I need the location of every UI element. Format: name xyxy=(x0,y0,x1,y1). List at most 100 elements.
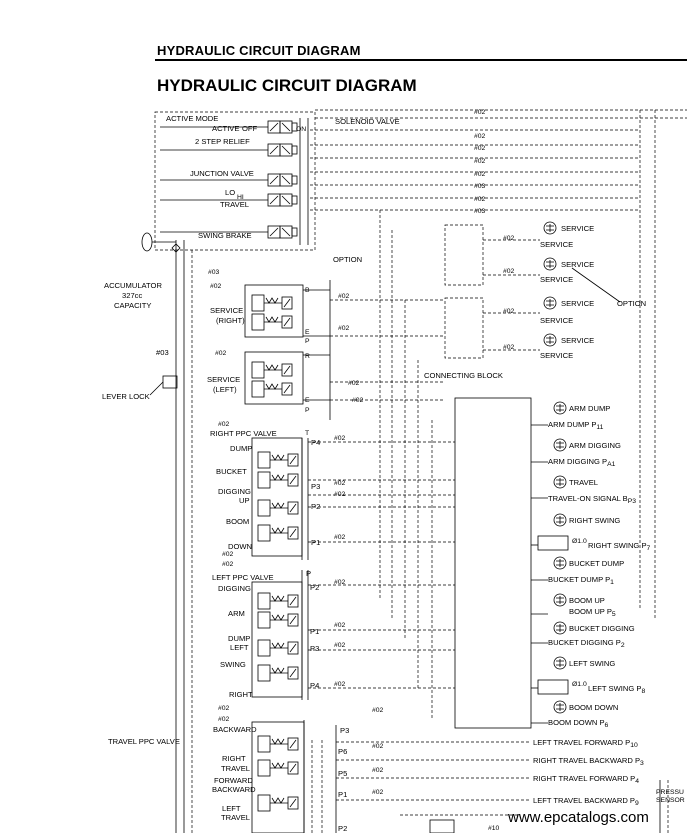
label-travel-signal: TRAVEL xyxy=(569,478,598,487)
label-tppc-p3: P3 xyxy=(340,726,349,735)
line-n02-r3: #02 xyxy=(334,491,346,498)
label-lo: LO xyxy=(225,188,235,197)
label-left-travel-backward: LEFT TRAVEL BACKWARD P9 xyxy=(533,796,639,807)
label-lppc-swing: SWING xyxy=(220,660,246,669)
label-lppc-right: RIGHT xyxy=(229,690,253,699)
line-n02-t1: #02 xyxy=(372,743,384,750)
label-pressure-sensor-2: SENSOR xyxy=(656,797,685,804)
label-accumulator: ACCUMULATOR xyxy=(104,281,162,290)
line-n02-s2: #02 xyxy=(503,268,515,275)
line-n02-b: #02 xyxy=(215,350,227,357)
label-right-swing-p: RIGHT SWING P7 xyxy=(588,541,651,552)
label-service-2: SERVICE xyxy=(540,240,573,249)
line-n03-b: #03 xyxy=(208,269,220,276)
line-n03-top: #03 xyxy=(474,183,486,190)
label-accumulator-capacity: CAPACITY xyxy=(114,301,151,310)
label-rppc-up: UP xyxy=(239,496,250,505)
line-n02-l4: #02 xyxy=(334,681,346,688)
label-service-right: SERVICE xyxy=(210,306,243,315)
label-service-1: SERVICE xyxy=(561,224,594,233)
line-n02-top6: #02 xyxy=(474,196,486,203)
line-n02-l7: #02 xyxy=(372,707,384,714)
label-tppc-p2: P2 xyxy=(338,824,347,833)
port-e: E xyxy=(305,329,310,336)
line-n02-l3: #02 xyxy=(334,642,346,649)
label-tppc-backward2: BACKWARD xyxy=(212,785,256,794)
label-swing-brake: SWING BRAKE xyxy=(198,231,252,240)
service-block-lower xyxy=(444,297,484,359)
label-solenoid-valve: SOLENOID VALVE xyxy=(335,117,400,126)
label-left-swing: LEFT SWING xyxy=(569,659,615,668)
label-boom-up-p: BOOM UP P5 xyxy=(569,607,616,618)
label-rppc-down: DOWN xyxy=(228,542,252,551)
orifice-right-swing xyxy=(537,535,569,551)
label-bucket-dump-p: BUCKET DUMP P1 xyxy=(548,575,614,586)
label-service-6: SERVICE xyxy=(540,316,573,325)
label-rppc-p3: P3 xyxy=(311,482,320,491)
label-junction-valve: JUNCTION VALVE xyxy=(190,169,254,178)
solenoid-valve-enclosure xyxy=(154,111,316,251)
label-right-ppc-valve: RIGHT PPC VALVE xyxy=(210,429,277,438)
label-on: ON xyxy=(296,126,306,133)
label-tppc-travel: TRAVEL xyxy=(221,764,250,773)
line-n02-top3: #02 xyxy=(474,145,486,152)
label-service-5: SERVICE xyxy=(561,299,594,308)
line-n02-l5: #02 xyxy=(218,705,230,712)
label-arm-digging-p: ARM DIGGING PA1 xyxy=(548,457,616,468)
label-boom-down-p: BOOM DOWN P6 xyxy=(548,718,609,729)
service-right-valve xyxy=(244,284,304,338)
label-rppc-p2: P2 xyxy=(311,502,320,511)
label-rppc-digging: DIGGING xyxy=(218,487,251,496)
label-lppc-p1: P1 xyxy=(310,627,319,636)
header-rule xyxy=(155,59,687,61)
line-n02-top2: #02 xyxy=(474,133,486,140)
label-hi: HI xyxy=(237,194,244,201)
label-orifice-1: Ø1.0 xyxy=(572,538,587,545)
line-n10: #10 xyxy=(488,825,500,832)
label-travel: TRAVEL xyxy=(220,200,249,209)
label-bucket-dump: BUCKET DUMP xyxy=(569,559,624,568)
line-n02-r1: #02 xyxy=(334,435,346,442)
service-block-upper xyxy=(444,224,484,286)
connecting-block-box xyxy=(454,397,532,729)
line-n02-r6: #02 xyxy=(222,561,234,568)
label-right-travel-backward: RIGHT TRAVEL BACKWARD P3 xyxy=(533,756,644,767)
service-left-valve xyxy=(244,351,304,405)
label-lppc-digging: DIGGING xyxy=(218,584,251,593)
label-connecting-block: CONNECTING BLOCK xyxy=(424,371,503,380)
line-n02-r5: #02 xyxy=(222,551,234,558)
line-n02-t2: #02 xyxy=(372,767,384,774)
port-t: T xyxy=(305,430,309,437)
label-tppc-p5: P5 xyxy=(338,769,347,778)
line-n03-top2: #03 xyxy=(474,208,486,215)
port-p: P xyxy=(305,338,310,345)
label-lppc-p: P xyxy=(306,569,311,578)
label-off: OFF xyxy=(242,124,258,133)
label-lppc-p4: P4 xyxy=(310,681,319,690)
label-active: ACTIVE xyxy=(212,124,239,133)
line-n02-s1: #02 xyxy=(503,235,515,242)
label-service-7: SERVICE xyxy=(561,336,594,345)
port-p-left: P xyxy=(305,407,310,414)
label-tppc-p1: P1 xyxy=(338,790,347,799)
label-service-left: SERVICE xyxy=(207,375,240,384)
line-n02-top1: #02 xyxy=(474,109,486,116)
label-service-left-side: (LEFT) xyxy=(213,385,237,394)
label-orifice-2: Ø1.0 xyxy=(572,681,587,688)
line-n02-s4: #02 xyxy=(503,344,515,351)
label-tppc-forward: FORWARD xyxy=(214,776,253,785)
line-n02-t3: #02 xyxy=(372,789,384,796)
label-lppc-p2: P2 xyxy=(310,583,319,592)
diagram-title: HYDRAULIC CIRCUIT DIAGRAM xyxy=(157,76,417,95)
orifice-left-swing xyxy=(537,679,569,695)
line-n02-r4: #02 xyxy=(334,534,346,541)
line-n03: #03 xyxy=(156,348,169,357)
label-right-swing: RIGHT SWING xyxy=(569,516,620,525)
label-rppc-dump: DUMP xyxy=(230,444,252,453)
label-pressure-sensor-1: PRESSU xyxy=(656,789,684,796)
label-lever-lock: LEVER LOCK xyxy=(102,392,150,401)
line-n02-l2: #02 xyxy=(334,622,346,629)
label-arm-dump: ARM DUMP xyxy=(569,404,610,413)
label-accumulator-volume: 327cc xyxy=(122,291,142,300)
